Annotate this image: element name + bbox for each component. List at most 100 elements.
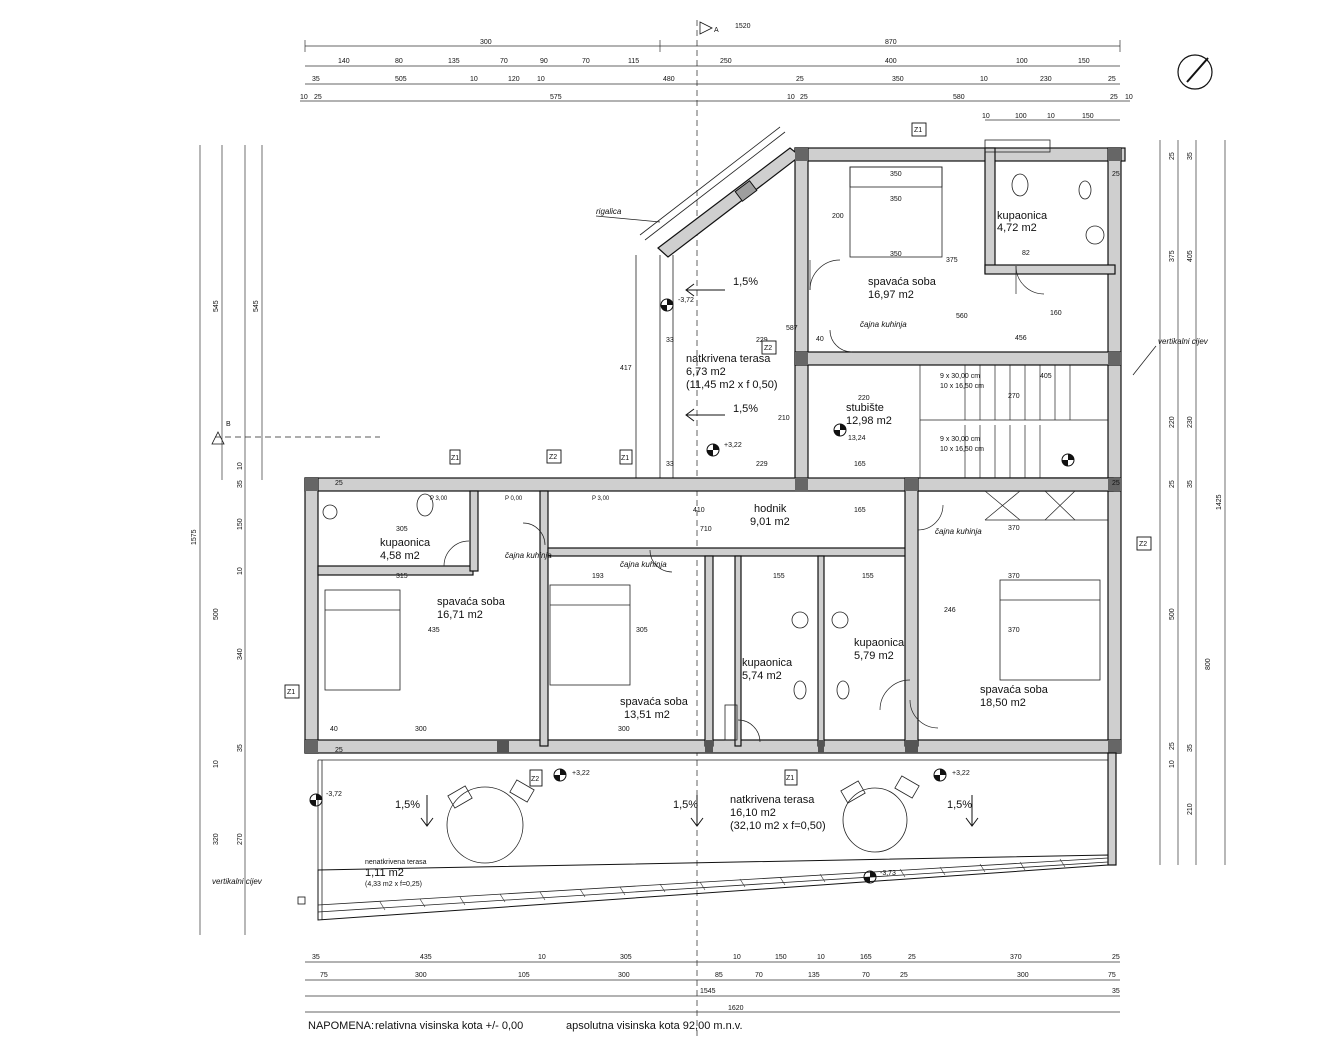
dim-top-row4-4: 25 bbox=[800, 94, 808, 101]
dim-left-10: 320 bbox=[213, 833, 220, 845]
dim-bottom-row2-2: 105 bbox=[518, 972, 530, 979]
label-kitchen3: čajna kuhinja bbox=[935, 527, 982, 536]
dim-inner-560: 560 bbox=[956, 313, 968, 320]
dim-bottom-end: 35 bbox=[1112, 988, 1120, 995]
dim-bottom-row1-9: 370 bbox=[1010, 954, 1022, 961]
label-kitchen2: čajna kuhinja bbox=[620, 560, 667, 569]
room-area-bed-w: 16,71 m2 bbox=[437, 609, 483, 621]
dim-inner-210: 210 bbox=[778, 415, 790, 422]
dim-inner-435: 435 bbox=[428, 627, 440, 634]
label-kitchen4: čajna kuhinja bbox=[860, 320, 907, 329]
furniture bbox=[322, 139, 1105, 864]
dim-top-row4-6: 25 bbox=[1110, 94, 1118, 101]
dim-bottom-row1-6: 10 bbox=[817, 954, 825, 961]
room-name-bed-mid: spavaća soba bbox=[620, 696, 689, 708]
dim-inner-160: 160 bbox=[1050, 310, 1062, 317]
dim-top-row3-2: 10 bbox=[470, 76, 478, 83]
dim-top-row2-8: 400 bbox=[885, 58, 897, 65]
dim-bottom-overall: 1545 bbox=[700, 988, 716, 995]
dim-inner-300b: 300 bbox=[618, 726, 630, 733]
section-line-b: B bbox=[211, 421, 380, 445]
dim-right-9: 800 bbox=[1205, 658, 1212, 670]
room-name-bath-ne: kupaonica bbox=[997, 210, 1048, 222]
room-name-hall: hodnik bbox=[754, 503, 787, 515]
dim-inner-370a: 370 bbox=[1008, 525, 1020, 532]
dim-inner-33b: 33 bbox=[666, 461, 674, 468]
dim-top-row2-2: 135 bbox=[448, 58, 460, 65]
dim-bottom-row2-9: 300 bbox=[1017, 972, 1029, 979]
slope-n1: 1,5% bbox=[733, 276, 758, 288]
level-n2: +3,22 bbox=[724, 442, 742, 449]
dim-bottom-row2-1: 300 bbox=[415, 972, 427, 979]
dim-right-11: 25 bbox=[1169, 742, 1176, 750]
room-name-bath-mid: kupaonica bbox=[742, 657, 793, 669]
dim-bottom-row2-7: 70 bbox=[862, 972, 870, 979]
dim-right-2: 375 bbox=[1169, 250, 1176, 262]
level-s1: -3,72 bbox=[326, 791, 342, 798]
dim-inner-305b: 305 bbox=[636, 627, 648, 634]
dim-left-0: 545 bbox=[213, 300, 220, 312]
note: NAPOMENA: relativna visinska kota +/- 0,… bbox=[308, 1020, 743, 1032]
dim-left-12: 1575 bbox=[191, 529, 198, 545]
stair-spec-2b: 10 x 16,50 cm bbox=[940, 446, 984, 453]
room-name-terrace-open: nenatkrivena terasa bbox=[365, 859, 427, 866]
tag-z2c: Z2 bbox=[1139, 541, 1147, 548]
dim-bottom-row1-2: 10 bbox=[538, 954, 546, 961]
note-text1: relativna visinska kota +/- 0,00 bbox=[375, 1020, 523, 1032]
dim-inner-25d: 25 bbox=[1112, 480, 1120, 487]
room-labels: kupaonica 4,72 m2 spavaća soba 16,97 m2 … bbox=[365, 210, 1049, 888]
dim-inner-155b: 155 bbox=[862, 573, 874, 580]
level-s3: +3,22 bbox=[952, 770, 970, 777]
dim-right-14: 1425 bbox=[1216, 494, 1223, 510]
room-area-stair: 12,98 m2 bbox=[846, 415, 892, 427]
dim-right-10: 10 bbox=[1169, 760, 1176, 768]
dim-top-row2-6: 115 bbox=[628, 58, 639, 65]
dim-top-row3-1: 505 bbox=[395, 76, 407, 83]
annotations: rigalica vertikalni cijev vertikalni cij… bbox=[212, 207, 1209, 905]
room-area-bed-mid: 13,51 m2 bbox=[624, 709, 670, 721]
dim-top-row2-5: 70 bbox=[582, 58, 590, 65]
dim-bottom-row1-0: 35 bbox=[312, 954, 320, 961]
dim-bottom-row1-3: 305 bbox=[620, 954, 632, 961]
dim-inner-200: 200 bbox=[832, 213, 844, 220]
dim-top-row2-0: 140 bbox=[338, 58, 350, 65]
dim-bottom-row2-10: 75 bbox=[1108, 972, 1116, 979]
tag-z1e: Z1 bbox=[786, 775, 794, 782]
dim-inner-229a: 229 bbox=[756, 337, 768, 344]
dim-inner-370c: 370 bbox=[1008, 627, 1020, 634]
stair-spec-2: 9 x 30,00 cm bbox=[940, 436, 980, 443]
dim-left-2: 10 bbox=[237, 462, 244, 470]
right-dimension-chains: 25 35 375 405 220 230 25 35 500 800 10 2… bbox=[1159, 140, 1226, 865]
tag-z1a: Z1 bbox=[914, 127, 922, 134]
dim-top-row3-0: 35 bbox=[312, 76, 320, 83]
dim-inner-370b: 370 bbox=[1008, 573, 1020, 580]
dim-top-row1-b: 870 bbox=[885, 39, 897, 46]
stair-spec-1: 9 x 30,00 cm bbox=[940, 373, 980, 380]
tag-z2b: Z2 bbox=[549, 454, 557, 461]
dim-inner-405: 405 bbox=[1040, 373, 1052, 380]
dim-inner-350c: 350 bbox=[890, 251, 902, 258]
dim-inner-350b: 350 bbox=[890, 196, 902, 203]
room-name-stair: stubište bbox=[846, 402, 884, 414]
room-name-bed-w: spavaća soba bbox=[437, 596, 506, 608]
room-area-terrace-n: 6,73 m2 bbox=[686, 366, 726, 378]
dim-top-row3-6: 25 bbox=[796, 76, 804, 83]
dim-right-1: 35 bbox=[1187, 152, 1194, 160]
dim-bottom-row1-8: 25 bbox=[908, 954, 916, 961]
dim-top-row2-1: 80 bbox=[395, 58, 403, 65]
room-area-bath-mid: 5,74 m2 bbox=[742, 670, 782, 682]
dim-inner-229b: 229 bbox=[756, 461, 768, 468]
dim-inner-246: 246 bbox=[944, 607, 956, 614]
dim-top-row4-2: 575 bbox=[550, 94, 562, 101]
walls bbox=[304, 126, 1126, 921]
tag-z1d: Z1 bbox=[287, 689, 295, 696]
label-vert-tube-e: vertikalni cijev bbox=[1158, 337, 1209, 346]
dim-inner-270: 270 bbox=[1008, 393, 1020, 400]
dim-top-row4-3: 10 bbox=[787, 94, 795, 101]
dim-topright-1: 100 bbox=[1015, 113, 1027, 120]
slope-n2: 1,5% bbox=[733, 403, 758, 415]
dim-top-row4-1: 25 bbox=[314, 94, 322, 101]
dim-right-0: 25 bbox=[1169, 152, 1176, 160]
label-rigalica: rigalica bbox=[596, 207, 622, 216]
room-name-terrace-s: natkrivena terasa bbox=[730, 794, 815, 806]
